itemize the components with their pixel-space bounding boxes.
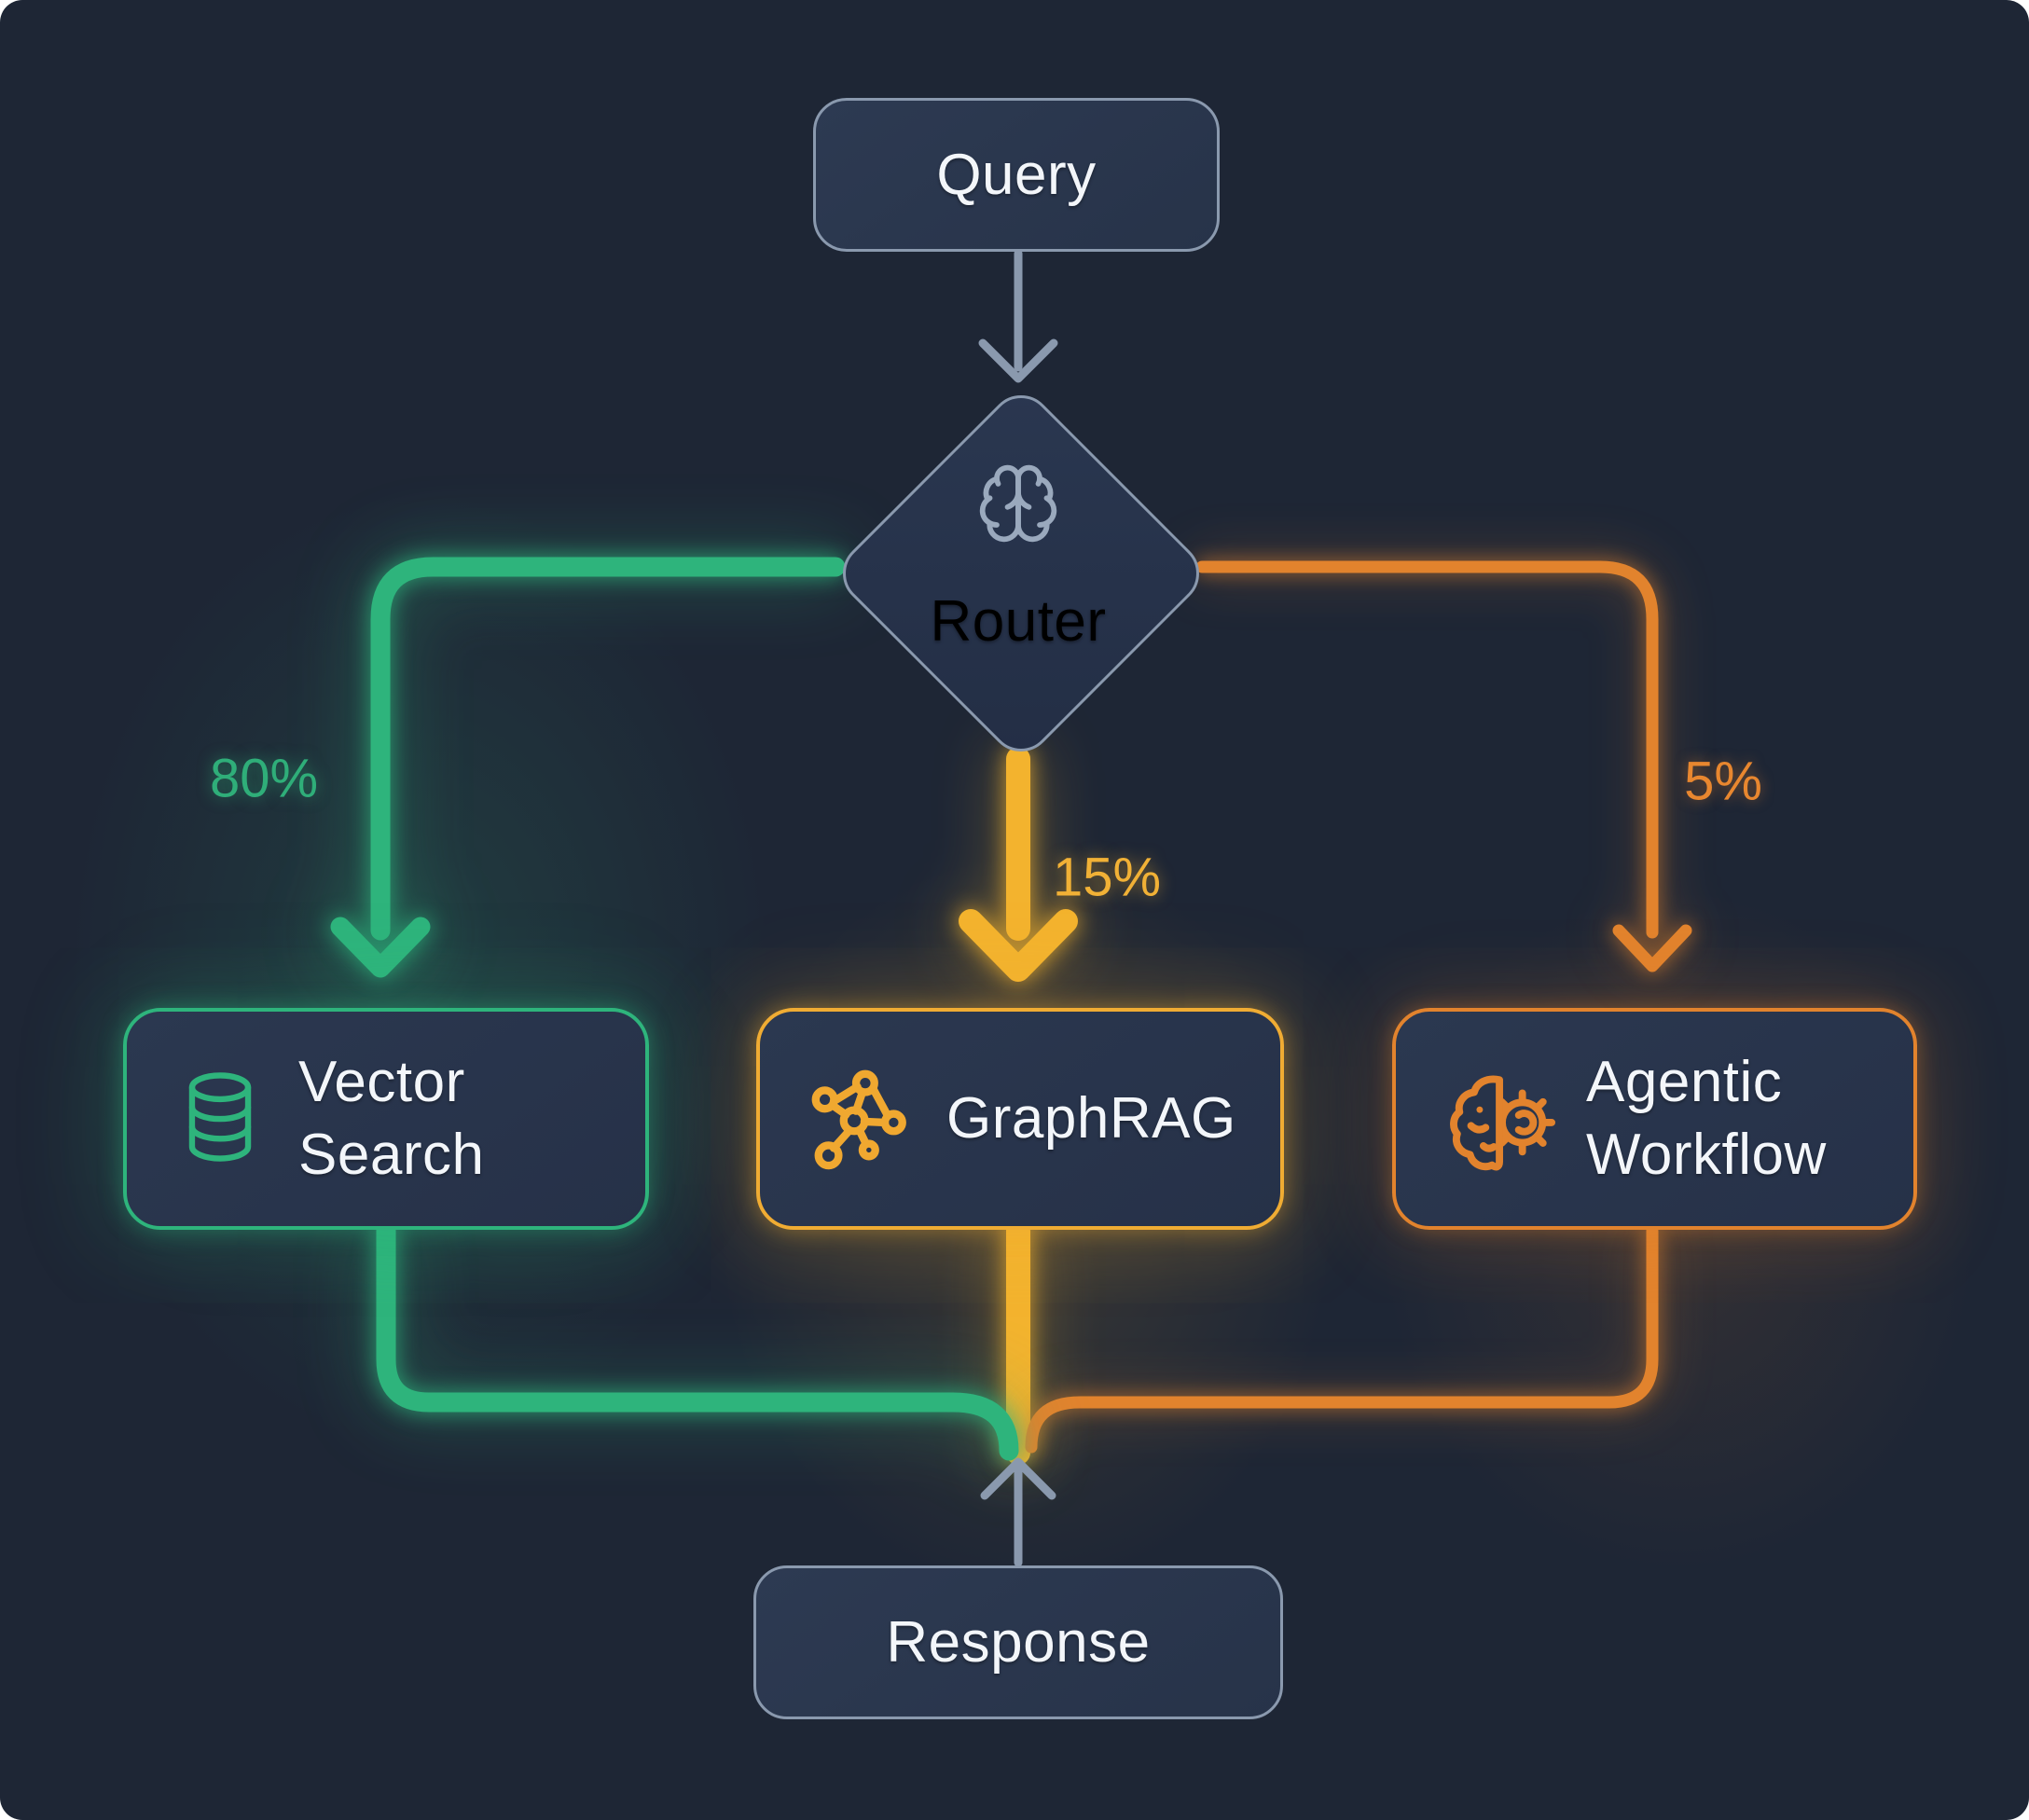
graphrag-label: GraphRAG (946, 1086, 1236, 1151)
vector-search-label: Vector Search (298, 1046, 484, 1192)
database-icon (179, 1068, 261, 1171)
node-vector-search: Vector Search (123, 1008, 649, 1230)
router-label: Router (930, 589, 1107, 654)
vector-search-label-line1: Vector (298, 1050, 465, 1114)
edge-router-to-vector-search (330, 557, 846, 978)
agentic-workflow-label-line2: Workflow (1586, 1123, 1827, 1187)
brain-gear-icon (1442, 1062, 1562, 1177)
node-graphrag: GraphRAG (756, 1008, 1284, 1230)
agentic-workflow-label-line1: Agentic (1586, 1050, 1783, 1114)
edge-label-80-percent: 80% (209, 748, 319, 809)
graph-network-icon (805, 1062, 915, 1177)
edge-router-to-agentic-workflow (1195, 560, 1692, 972)
edge-label-5-percent: 5% (1684, 751, 1762, 812)
edge-label-15-percent: 15% (1052, 847, 1162, 908)
agentic-workflow-label: Agentic Workflow (1586, 1046, 1827, 1192)
edge-vector-search-to-response (376, 1220, 1019, 1461)
edge-merge-to-response (980, 1457, 1056, 1567)
edge-query-to-router (978, 249, 1058, 383)
vector-search-label-line2: Search (298, 1123, 485, 1187)
query-label: Query (936, 142, 1097, 207)
edge-router-to-graphrag (959, 747, 1078, 982)
node-response: Response (753, 1565, 1283, 1719)
edge-agentic-to-response (1025, 1224, 1659, 1454)
response-label: Response (886, 1609, 1151, 1675)
node-query: Query (813, 98, 1220, 252)
brain-icon (970, 461, 1067, 546)
node-agentic-workflow: Agentic Workflow (1392, 1008, 1917, 1230)
